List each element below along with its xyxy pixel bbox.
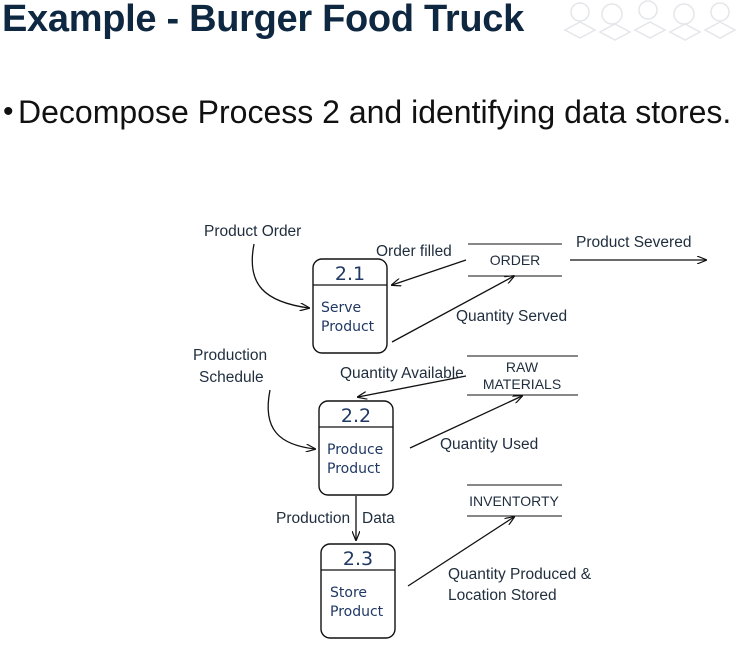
decorative-pattern — [563, 0, 737, 41]
process-2-3-number: 2.3 — [343, 548, 373, 570]
process-2-3-name-line2: Product — [330, 604, 384, 620]
slide-title: Example - Burger Food Truck — [2, 0, 524, 40]
flow-production-schedule-label-line1: Production — [193, 347, 267, 364]
bullet-marker: • — [3, 95, 14, 128]
flow-quantity-produced — [407, 517, 514, 587]
data-store-inventory-label: INVENTORTY — [469, 493, 559, 509]
process-2-2: 2.2 Produce Product — [318, 400, 394, 496]
flow-product-order — [251, 243, 309, 308]
flow-production-data-label-right: Data — [362, 510, 395, 527]
data-store-raw-materials: RAW MATERIALS — [467, 355, 578, 396]
data-store-order: ORDER — [468, 243, 562, 277]
flow-product-order-label: Product Order — [204, 223, 301, 240]
data-store-raw-materials-label-line2: MATERIALS — [483, 376, 561, 392]
flow-production-schedule — [267, 389, 315, 449]
flow-quantity-used — [409, 396, 522, 449]
process-2-1-name-line2: Product — [321, 319, 375, 335]
process-2-2-number: 2.2 — [341, 405, 371, 427]
flow-order-filled-label: Order filled — [376, 243, 452, 260]
process-2-1: 2.1 Serve Product — [312, 258, 388, 354]
process-2-2-name-line1: Produce — [327, 442, 383, 458]
data-store-inventory: INVENTORTY — [467, 484, 562, 517]
flow-order-filled — [392, 259, 467, 285]
process-2-1-name-line1: Serve — [321, 300, 361, 316]
flow-quantity-served — [391, 276, 514, 343]
flow-quantity-produced-label-line1: Quantity Produced & — [448, 566, 592, 583]
flow-quantity-served-label: Quantity Served — [456, 308, 567, 325]
data-store-order-label: ORDER — [490, 252, 541, 268]
flow-production-schedule-label-line2: Schedule — [199, 369, 264, 386]
flow-production-data-label-left: Production — [276, 510, 350, 527]
process-2-3-name-line1: Store — [330, 585, 367, 601]
data-store-raw-materials-label-line1: RAW — [506, 359, 539, 375]
bullet-text: Decompose Process 2 and identifying data… — [18, 94, 732, 130]
process-2-2-name-line2: Product — [327, 461, 381, 477]
flow-product-severed-label: Product Severed — [576, 234, 691, 251]
flow-quantity-available-label: Quantity Available — [340, 365, 464, 382]
flow-quantity-used-label: Quantity Used — [440, 436, 538, 453]
process-2-3: 2.3 Store Product — [320, 543, 396, 639]
process-2-1-number: 2.1 — [335, 263, 365, 285]
flow-quantity-available — [358, 375, 467, 397]
flow-quantity-produced-label-line2: Location Stored — [448, 587, 557, 604]
